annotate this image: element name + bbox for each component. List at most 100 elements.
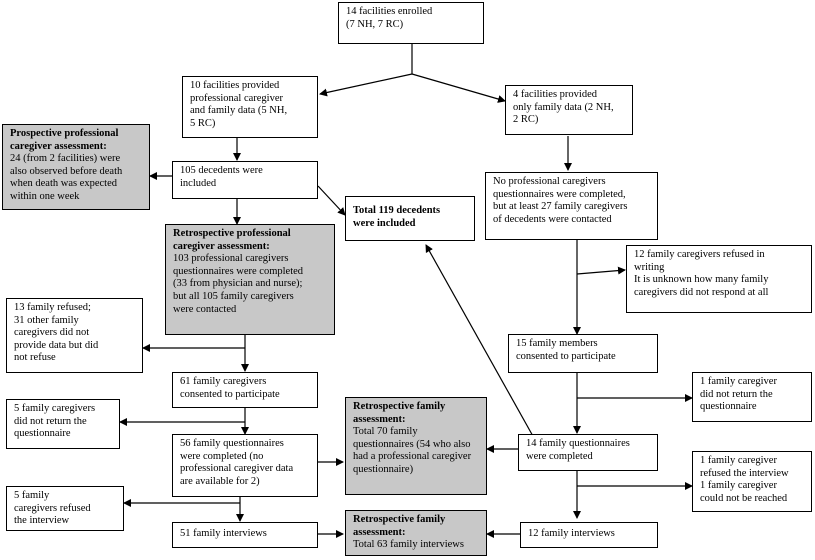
box-line: 10 facilities provided [190, 80, 280, 91]
box-line: 56 family questionnaires [180, 438, 284, 449]
box-line: not refuse [14, 352, 56, 364]
box-line: refused the interview [700, 467, 789, 479]
box-line: only family data (2 NH, [513, 101, 614, 113]
box-line: writing [634, 261, 665, 273]
box-line: professional caregiver [190, 92, 283, 104]
box-line: (33 from physician and nurse); [173, 278, 303, 290]
box-14-questionnaires: 14 family questionnaires were completed [518, 434, 658, 471]
box-title: assessment: [353, 526, 406, 538]
box-line: (7 NH, 7 RC) [346, 18, 404, 30]
box-line: provide data but did [14, 339, 99, 351]
box-retro-family-63: Retrospective family assessment: Total 6… [345, 510, 487, 556]
box-line: 14 facilities enrolled [346, 6, 433, 17]
box-line: 105 decedents were [180, 165, 263, 176]
box-line: caregivers did not respond at all [634, 286, 769, 298]
box-retro-family-70: Retrospective family assessment: Total 7… [345, 397, 487, 495]
box-line: included [180, 177, 217, 189]
box-line: Total 63 family interviews [353, 539, 464, 551]
box-line: were completed [526, 450, 593, 462]
box-family-only: 4 facilities provided only family data (… [505, 85, 633, 135]
arrow-to-total119 [317, 185, 346, 216]
box-line: questionnaire [14, 428, 71, 440]
box-prospective-assessment: Prospective professional caregiver asses… [2, 124, 150, 210]
box-line: 61 family caregivers [180, 376, 267, 387]
box-retro-professional: Retrospective professional caregiver ass… [165, 224, 335, 335]
box-title: Retrospective family [353, 401, 446, 412]
box-line: did not return the [14, 415, 87, 427]
box-facilities-enrolled: 14 facilities enrolled (7 NH, 7 RC) [338, 2, 484, 44]
box-1-refused-interview: 1 family caregiver refused the interview… [692, 451, 812, 512]
box-line: were contacted [173, 303, 237, 315]
box-line: of decedents were contacted [493, 213, 612, 225]
box-line: 15 family members [516, 338, 598, 349]
box-line: 5 family caregivers [14, 403, 96, 414]
box-5-refused-interview: 5 family caregivers refused the intervie… [6, 486, 124, 531]
box-line: but at least 27 family caregivers [493, 201, 628, 213]
box-line: No professional caregivers [493, 176, 606, 187]
box-line: 2 RC) [513, 114, 539, 126]
box-line: 5 RC) [190, 117, 216, 129]
box-line: 13 family refused; [14, 302, 91, 313]
arrow-14-to-total119 [425, 244, 535, 439]
box-1-not-returned: 1 family caregiver did not return the qu… [692, 372, 812, 422]
box-line: had a professional caregiver [353, 451, 472, 463]
box-line: and family data (5 NH, [190, 105, 288, 117]
box-line: but all 105 family caregivers [173, 290, 294, 302]
box-title: were included [353, 217, 416, 229]
box-line: questionnaire [700, 401, 757, 413]
box-105-decedents: 105 decedents were included [172, 161, 318, 199]
box-line: 4 facilities provided [513, 89, 597, 100]
box-line: 12 family interviews [528, 528, 615, 539]
arrow-to-refused-writing [576, 266, 626, 275]
box-title: Retrospective family [353, 514, 446, 525]
box-line: are available for 2) [180, 475, 260, 487]
box-title: assessment: [353, 413, 406, 425]
box-title: Retrospective professional [173, 228, 291, 239]
box-5-not-returned: 5 family caregivers did not return the q… [6, 399, 120, 449]
box-line: 5 family [14, 490, 50, 501]
box-line: 31 other family [14, 314, 79, 326]
box-51-interviews: 51 family interviews [172, 522, 318, 548]
box-line: Total 70 family [353, 426, 418, 438]
box-line: 14 family questionnaires [526, 438, 630, 449]
box-title: caregiver assessment: [173, 240, 270, 252]
box-line: professional caregiver data [180, 463, 294, 475]
box-56-questionnaires: 56 family questionnaires were completed … [172, 434, 318, 497]
box-line: 1 family caregiver [700, 480, 777, 492]
box-title: Total 119 decedents [353, 205, 441, 216]
box-line: questionnaires (54 who also [353, 438, 471, 450]
arrow-to-family-only [411, 73, 506, 103]
box-line: within one week [10, 190, 80, 202]
box-61-consented: 61 family caregivers consented to partic… [172, 372, 318, 408]
box-15-consented: 15 family members consented to participa… [508, 334, 658, 373]
box-line: when death was expected [10, 178, 117, 190]
box-title: caregiver assessment: [10, 140, 107, 152]
box-line: consented to participate [180, 388, 280, 400]
box-line: 24 (from 2 facilities) were [10, 153, 121, 165]
box-line: 103 professional caregivers [173, 253, 289, 265]
box-total-119: Total 119 decedents were included [345, 196, 475, 241]
box-line: caregivers did not [14, 327, 90, 339]
box-both-data: 10 facilities provided professional care… [182, 76, 318, 138]
box-line: questionnaire) [353, 463, 414, 475]
box-line: 1 family caregiver [700, 376, 777, 387]
box-line: consented to participate [516, 350, 616, 362]
box-line: 51 family interviews [180, 528, 267, 539]
box-line: caregivers refused [14, 502, 91, 514]
box-line: also observed before death [10, 165, 123, 177]
box-no-prof-questionnaires: No professional caregivers questionnaire… [485, 172, 658, 240]
box-line: did not return the [700, 388, 773, 400]
box-line: 1 family caregiver [700, 455, 777, 466]
arrow-to-both-data [319, 73, 413, 97]
box-12-interviews: 12 family interviews [520, 522, 658, 548]
box-line: were completed (no [180, 450, 264, 462]
box-line: questionnaires were completed, [493, 188, 626, 200]
box-line: could not be reached [700, 492, 788, 504]
box-refused-in-writing: 12 family caregivers refused in writing … [626, 245, 812, 313]
box-line: It is unknown how many family [634, 274, 769, 286]
box-13-refused: 13 family refused; 31 other family careg… [6, 298, 143, 373]
box-title: Prospective professional [10, 128, 119, 139]
box-line: questionnaires were completed [173, 265, 304, 277]
box-line: the interview [14, 515, 70, 527]
